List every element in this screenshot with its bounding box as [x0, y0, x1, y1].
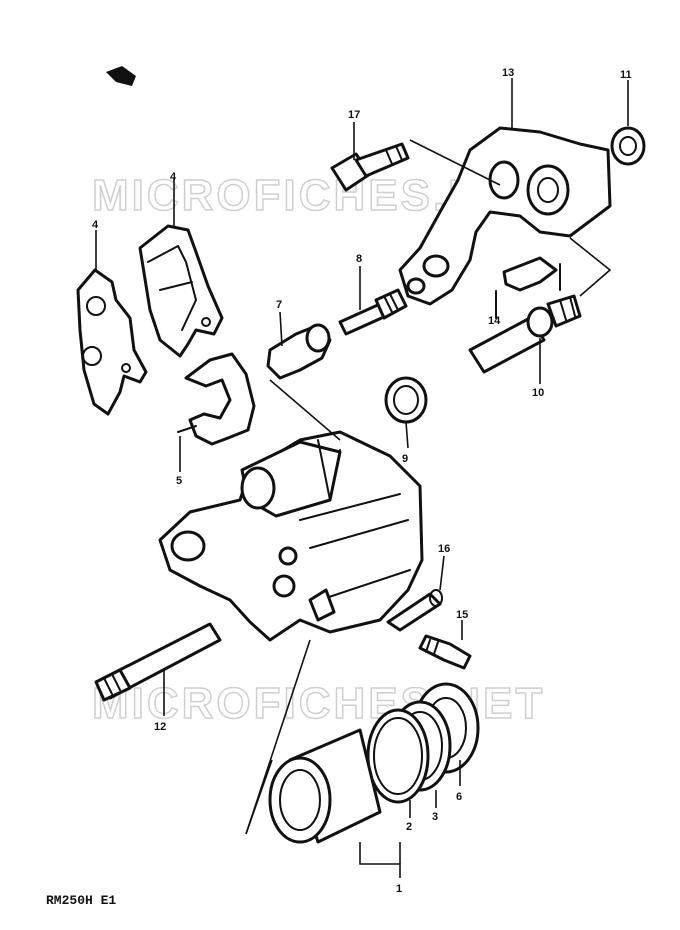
callout-1: 1 [396, 883, 402, 895]
callout-5: 5 [176, 475, 182, 487]
caliper-body [158, 430, 424, 642]
callout-11: 11 [620, 69, 632, 81]
mounting-bolt [330, 142, 410, 192]
direction-arrow-icon [106, 66, 136, 86]
callout-12: 12 [154, 721, 166, 733]
callout-16: 16 [438, 543, 450, 555]
pad-retainer-clip [495, 256, 561, 319]
callout-14: 14 [488, 315, 501, 327]
callout-17: 17 [348, 109, 360, 121]
callout-10: 10 [532, 387, 544, 399]
callout-13: 13 [502, 67, 514, 79]
leader-lines [95, 78, 629, 878]
callout-9: 9 [402, 453, 408, 465]
callout-4-plate: 4 [92, 219, 99, 231]
callout-2: 2 [406, 821, 412, 833]
callout-15: 15 [456, 609, 468, 621]
callout-3: 3 [432, 811, 438, 823]
callout-6: 6 [456, 791, 462, 803]
bracket-slide-pin [468, 294, 582, 374]
callout-7: 7 [276, 299, 282, 311]
callout-4-pad: 4 [170, 171, 177, 183]
caliper-seal-ring [384, 376, 428, 424]
brake-pad-friction [138, 224, 224, 358]
slide-pin-bolt [338, 288, 408, 336]
bleeder-screw [418, 634, 472, 670]
bleeder-cap [386, 589, 443, 632]
caliper-bracket [398, 126, 612, 306]
caliper-long-bolt [94, 622, 222, 702]
slide-pin-boot [266, 323, 332, 380]
pad-spring [177, 352, 256, 446]
caliper-piston [268, 728, 382, 844]
brake-pad-backing-plate [76, 268, 148, 416]
model-code: RM250H E1 [46, 893, 116, 908]
bracket-dust-seal [610, 126, 646, 166]
callout-numbers: 17 4 4 7 8 9 5 13 11 10 14 16 15 12 6 3 … [92, 67, 632, 895]
callout-8: 8 [356, 253, 362, 265]
piston-seal [366, 708, 430, 804]
